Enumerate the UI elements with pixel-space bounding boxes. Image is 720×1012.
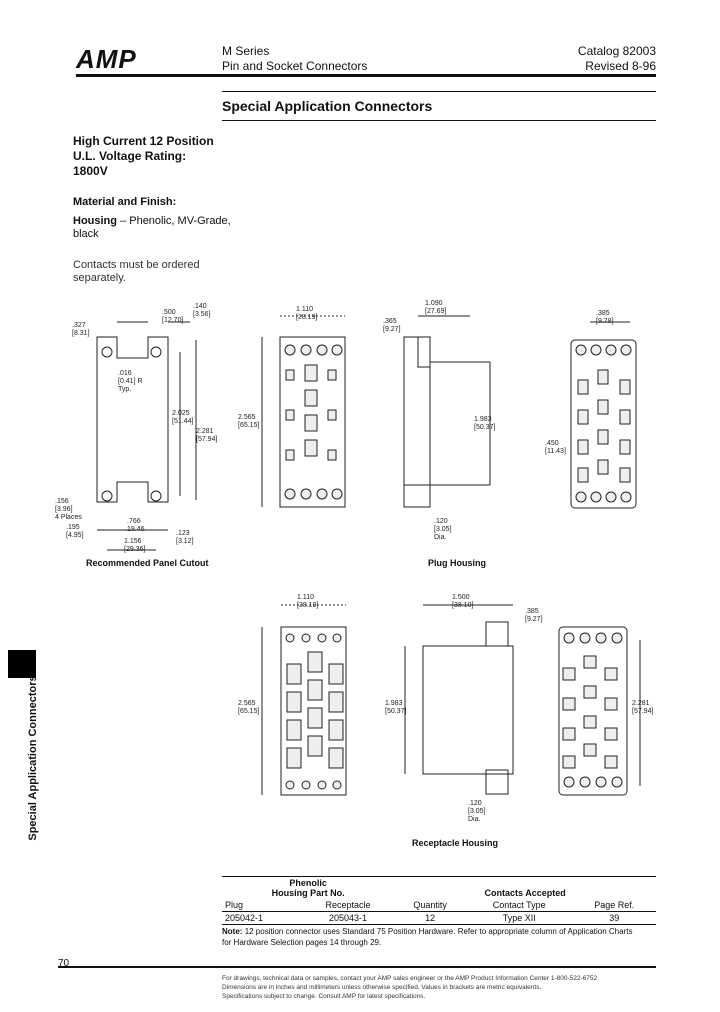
catalog-info: Catalog 82003 Revised 8-96 — [578, 44, 656, 74]
col-page-ref: Page Ref. — [572, 899, 656, 912]
dim-365: .365[9.27] — [383, 318, 401, 333]
series-title: M Series Pin and Socket Connectors — [222, 44, 367, 74]
contact-cavities — [284, 344, 632, 790]
side-tab-marker — [8, 650, 36, 678]
note-label: Note: — [222, 927, 243, 936]
cell-receptacle: 205043-1 — [301, 911, 395, 925]
receptacle-housing-front — [261, 604, 347, 796]
dim-2565-receptacle: 2.565[65.15] — [238, 700, 260, 715]
cell-quantity: 12 — [394, 911, 466, 925]
dim-327: .327[8.31] — [72, 322, 90, 337]
col-quantity: Quantity — [394, 899, 466, 912]
footer-line-1: For drawings, technical data or samples,… — [222, 975, 598, 982]
panel-cutout-drawing — [96, 321, 197, 551]
heading-line-2: U.L. Voltage Rating: — [73, 149, 187, 163]
dim-1110-plug: 1.110[28.19] — [296, 306, 318, 321]
housing-value-1: – Phenolic, MV-Grade, — [120, 215, 231, 227]
amp-logo: AMP — [76, 44, 137, 74]
receptacle-housing-side — [404, 604, 514, 795]
heading-line-1: High Current 12 Position — [73, 134, 214, 148]
hardware-note: Note: 12 position connector uses Standar… — [222, 926, 658, 948]
series-subtitle: Pin and Socket Connectors — [222, 59, 368, 73]
col-receptacle: Receptacle — [301, 899, 395, 912]
header-rule — [76, 74, 656, 77]
plug-housing-front — [261, 315, 346, 508]
cell-contact-type: Type XII — [465, 911, 573, 925]
dim-123: .123[3.12] — [176, 530, 194, 545]
footer-line-3: Specifications subject to change. Consul… — [222, 993, 426, 1000]
heading-line-3: 1800V — [73, 164, 108, 178]
side-label: Special Application Connectors — [27, 675, 39, 841]
dim-2281: 2.281[57.94] — [196, 428, 218, 443]
section-title-rule — [222, 120, 656, 121]
dim-2565-plug: 2.565[65.15] — [238, 414, 260, 429]
col-contact-type: Contact Type — [465, 899, 573, 912]
dim-120-plug: .120[3.05]Dia. — [434, 518, 452, 541]
contacts-accepted-header: Contacts Accepted — [394, 876, 656, 899]
dim-195: .195[4.95] — [66, 524, 84, 539]
plug-housing-rear — [570, 321, 637, 509]
catalog-number: Catalog 82003 — [577, 44, 656, 58]
cell-plug: 205042-1 — [222, 911, 302, 925]
dim-500: .500[12.70] — [162, 309, 184, 324]
housing-label: Housing — [73, 215, 117, 227]
contacts-note-line-1: Contacts must be ordered — [73, 259, 200, 271]
note-line-2: for Hardware Selection pages 14 through … — [222, 938, 382, 947]
contacts-note-line-2: separately. — [73, 272, 126, 284]
dim-1156: 1.156[29.36] — [124, 538, 146, 553]
connector-heading: High Current 12 Position U.L. Voltage Ra… — [73, 134, 214, 179]
section-title: Special Application Connectors — [222, 98, 433, 114]
plug-housing-side — [403, 315, 491, 508]
dim-2025: 2.025[51.44] — [172, 410, 194, 425]
section-rule — [222, 91, 656, 92]
dim-1090: 1.090[27.69] — [425, 300, 447, 315]
dim-385: .385[9.78] — [596, 310, 614, 325]
table-row: 205042-1 205043-1 12 Type XII 39 — [222, 911, 656, 925]
dim-1983-receptacle: 1.983[50.37] — [385, 700, 407, 715]
dim-140: .140[3.56] — [193, 303, 211, 318]
panel-cutout-caption: Recommended Panel Cutout — [86, 558, 209, 568]
dim-450: .450[11.43] — [545, 440, 566, 455]
receptacle-housing-caption: Receptacle Housing — [412, 838, 499, 848]
revision-date: Revised 8-96 — [585, 59, 656, 73]
material-heading: Material and Finish: — [73, 196, 177, 208]
housing-value-2: black — [73, 228, 99, 240]
receptacle-housing-rear — [558, 626, 641, 796]
note-line-1: 12 position connector uses Standard 75 P… — [244, 927, 633, 936]
dim-2281-receptacle: 2.281[57.94] — [632, 700, 654, 715]
dim-1110-receptacle: 1.110[28.19] — [297, 594, 319, 609]
col-plug: Plug — [222, 899, 302, 912]
footer-line-2: Dimensions are in inches and millimeters… — [222, 984, 542, 991]
footer-text: For drawings, technical data or samples,… — [222, 974, 662, 1001]
page-number: 70 — [58, 958, 70, 969]
dim-1500: 1.500[38.10] — [452, 594, 474, 609]
dim-120-receptacle: .120[3.05]Dia. — [468, 800, 486, 823]
footer-rule — [58, 966, 656, 968]
contacts-note: Contacts must be ordered separately. — [73, 259, 200, 285]
material-finish: Material and Finish: Housing – Phenolic,… — [73, 196, 231, 241]
dim-385-receptacle: .385[9.27] — [525, 608, 543, 623]
plug-housing-caption: Plug Housing — [428, 558, 486, 568]
cell-page-ref: 39 — [572, 911, 656, 925]
dim-156: .156[3.96]4 Places — [55, 498, 82, 521]
dim-1983-plug: 1.983[50.37] — [474, 416, 496, 431]
series-name: M Series — [222, 44, 270, 58]
